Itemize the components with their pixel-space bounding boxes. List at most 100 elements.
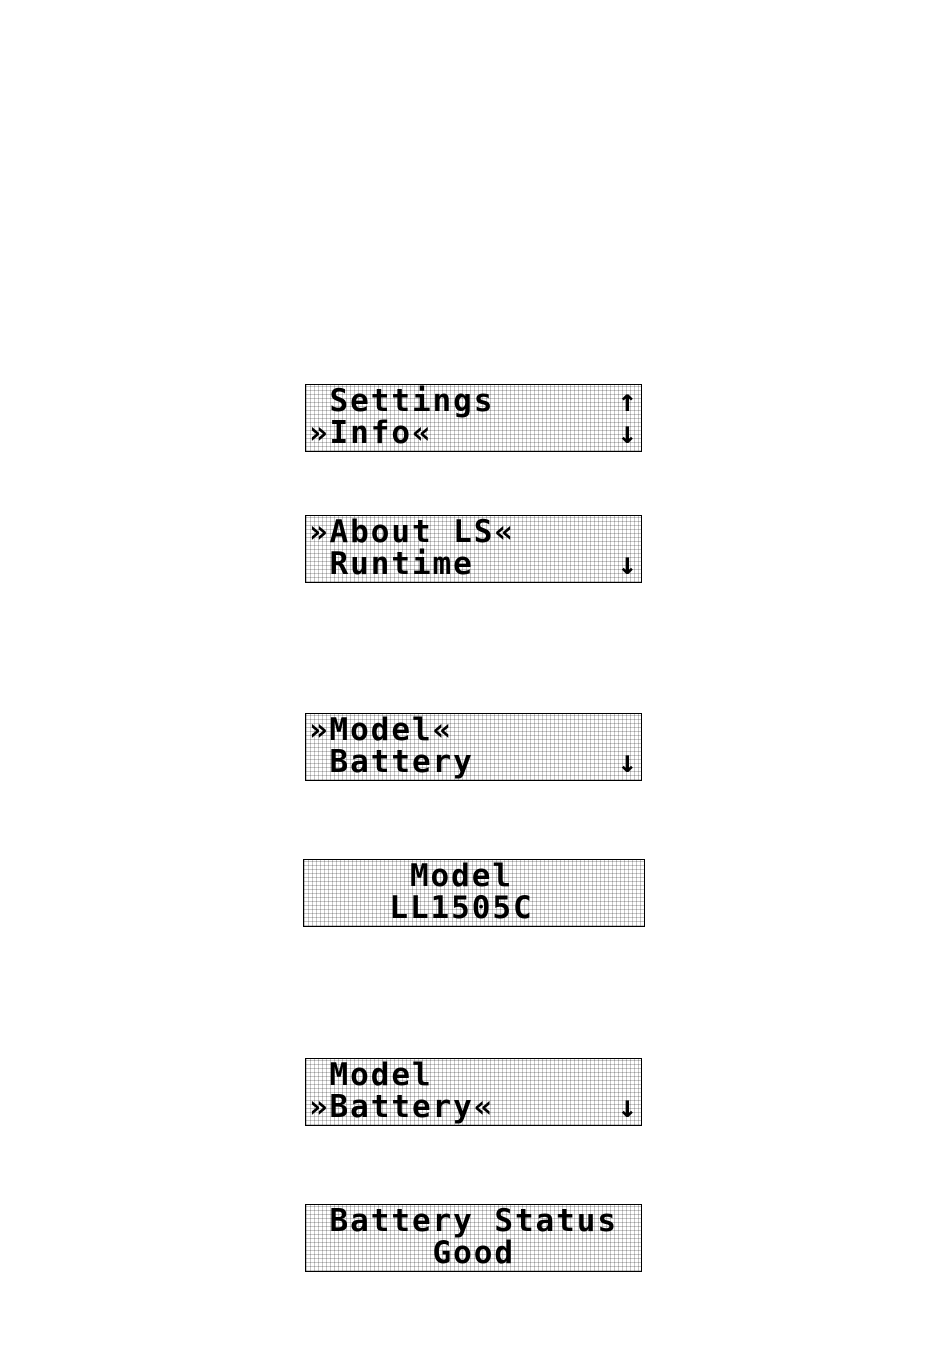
lcd-char: S — [329, 383, 349, 419]
lcd-char: m — [432, 546, 452, 582]
lcd-char: s — [473, 383, 493, 419]
lcd-char: ↑ — [617, 383, 637, 419]
lcd-char: t — [556, 1203, 575, 1239]
lcd-char: y — [453, 744, 472, 780]
lcd-char — [493, 1059, 514, 1091]
lcd-char — [306, 892, 327, 924]
lcd-char — [493, 746, 514, 778]
lcd-char: t — [370, 1203, 390, 1239]
lcd-char: » — [308, 712, 328, 748]
lcd-char: A — [329, 514, 349, 550]
lcd-char — [576, 1059, 597, 1091]
lcd-char: e — [350, 383, 369, 419]
lcd-char — [533, 892, 554, 924]
lcd-char — [576, 1237, 597, 1269]
lcd-char — [617, 1237, 638, 1269]
lcd-char — [594, 860, 615, 892]
lcd-char: e — [411, 1203, 431, 1239]
lcd-char: t — [391, 1203, 411, 1239]
lcd-char — [514, 385, 535, 417]
lcd-char: u — [391, 514, 411, 550]
lcd-char — [347, 860, 368, 892]
lcd-char: e — [391, 712, 411, 748]
lcd-char — [514, 714, 535, 746]
lcd-char: t — [391, 744, 411, 780]
lcd-char: C — [512, 890, 532, 926]
lcd-char — [596, 714, 617, 746]
lcd-char — [555, 1091, 576, 1123]
lcd-char: r — [432, 1089, 452, 1125]
lcd-char — [306, 860, 327, 892]
lcd-char: 5 — [451, 890, 470, 926]
lcd-char — [535, 548, 556, 580]
lcd-char — [432, 1059, 453, 1091]
lcd-char: L — [389, 890, 409, 926]
lcd-char: 0 — [471, 890, 491, 926]
lcd-char — [473, 1059, 494, 1091]
lcd-char: a — [350, 744, 369, 780]
lcd-char: L — [453, 514, 472, 550]
lcd-char: r — [432, 744, 452, 780]
lcd-char — [473, 746, 494, 778]
lcd-char — [555, 548, 576, 580]
lcd-char: M — [409, 858, 429, 894]
lcd-char: l — [492, 858, 512, 894]
lcd-char — [514, 746, 535, 778]
lcd-char: ↓ — [617, 744, 637, 780]
lcd-char — [514, 1237, 535, 1269]
lcd-char — [576, 1091, 597, 1123]
lcd-char — [533, 860, 554, 892]
lcd-char: l — [411, 1057, 431, 1093]
lcd-char — [308, 746, 329, 778]
lcd-char — [596, 1091, 617, 1123]
lcd-char — [576, 385, 597, 417]
lcd-char — [432, 417, 453, 449]
lcd-char: S — [494, 1203, 514, 1239]
lcd-char — [596, 1059, 617, 1091]
lcd-char: d — [494, 1235, 514, 1271]
lcd-char: d — [370, 1057, 390, 1093]
lcd-char — [493, 714, 514, 746]
lcd-char — [555, 417, 576, 449]
lcd-char: g — [453, 383, 472, 419]
lcd-char: o — [350, 1057, 369, 1093]
lcd-char: « — [411, 415, 431, 451]
lcd-char: a — [535, 1203, 555, 1239]
lcd-char — [349, 1237, 370, 1269]
lcd-char — [617, 714, 638, 746]
lcd-char: n — [350, 415, 369, 451]
lcd-char: y — [453, 1203, 472, 1239]
lcd-char — [327, 892, 348, 924]
lcd-char — [514, 417, 535, 449]
lcd-char: t — [411, 514, 431, 550]
lcd-char — [390, 1237, 411, 1269]
lcd-char — [370, 1237, 391, 1269]
lcd-char: e — [453, 546, 472, 582]
lcd-char — [555, 385, 576, 417]
lcd-char — [308, 1237, 329, 1269]
lcd-char: d — [370, 712, 390, 748]
lcd-char — [615, 860, 636, 892]
lcd-char: o — [453, 1235, 472, 1271]
lcd-char: b — [350, 514, 369, 550]
lcd-char — [576, 417, 597, 449]
lcd-char: o — [430, 858, 450, 894]
lcd-char: e — [471, 858, 491, 894]
lcd-char — [388, 860, 409, 892]
lcd-char: R — [329, 546, 349, 582]
lcd-char — [493, 548, 514, 580]
lcd-char — [368, 892, 389, 924]
lcd-char — [535, 1059, 556, 1091]
lcd-char — [347, 892, 368, 924]
lcd-char — [432, 516, 453, 548]
lcd-char: S — [473, 514, 493, 550]
lcd-char: 1 — [430, 890, 450, 926]
